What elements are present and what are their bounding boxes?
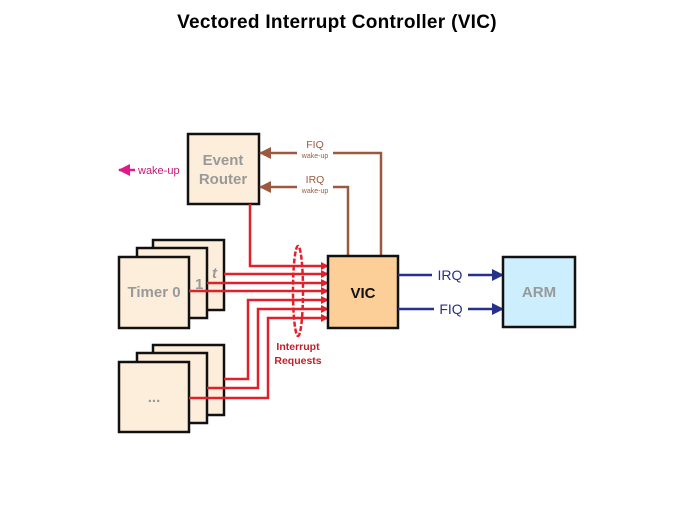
- wake-up-feedback-lines: [259, 147, 383, 256]
- fiq-wake-line: [333, 151, 383, 256]
- vic-label: VIC: [350, 285, 375, 302]
- fiq-wake-label: FIQ: [306, 139, 324, 151]
- interrupt-requests-label-1: Interrupt: [276, 341, 320, 353]
- fiq-wake-sublabel: wake-up: [301, 153, 329, 160]
- interrupt-requests-label-2: Requests: [274, 355, 321, 367]
- fiq-label: FIQ: [439, 301, 462, 317]
- interrupt-bundle-ellipse: [291, 244, 305, 338]
- event-router-interrupt-line: [248, 204, 329, 270]
- slide-title: Vectored Interrupt Controller (VIC): [177, 12, 497, 33]
- peripheral-interrupt-line-3: [189, 314, 329, 400]
- arm-block: [501, 255, 577, 329]
- timer-t-label: t: [212, 265, 218, 282]
- irq-wake-label: IRQ: [306, 174, 325, 186]
- peripheral-interrupt-line-1: [224, 296, 329, 381]
- peripheral-label: ...: [148, 389, 161, 406]
- event-router-label-1: Event: [203, 152, 244, 169]
- timer-0-label: Timer 0: [127, 284, 180, 301]
- event-router-label-2: Router: [199, 171, 247, 188]
- event-router-block: [186, 132, 261, 206]
- irq-wake-line: [333, 185, 350, 256]
- timer-0-block: [117, 255, 191, 330]
- timer-1-label: 1: [195, 276, 203, 293]
- irq-wake-sublabel: wake-up: [301, 188, 329, 195]
- arm-label: ARM: [522, 284, 556, 301]
- wake-up-label: wake-up: [137, 165, 180, 177]
- vic-arm-lines: [398, 269, 504, 315]
- peripheral-block-front: [117, 360, 191, 434]
- irq-label: IRQ: [438, 267, 463, 283]
- peripheral-stack: ...: [117, 343, 226, 434]
- event-router: Event Router: [186, 132, 261, 206]
- vic-block: [326, 254, 400, 330]
